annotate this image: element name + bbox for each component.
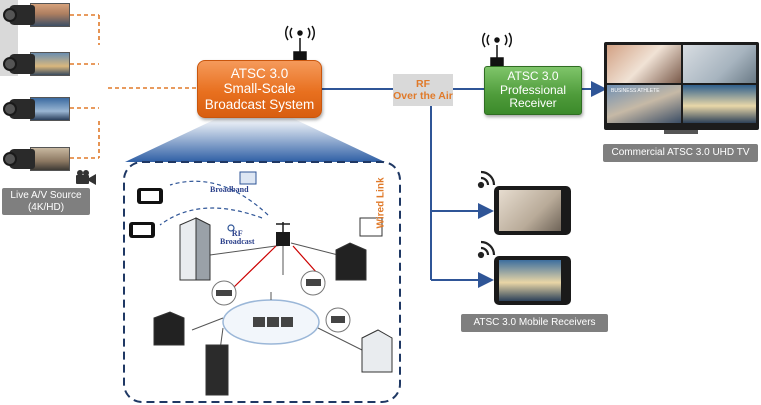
tablet-receiver-2 — [494, 256, 571, 305]
network-detail-frame — [123, 161, 401, 403]
antenna-icon-receiver — [482, 32, 512, 67]
uhd-tv-label: Commercial ATSC 3.0 UHD TV — [603, 144, 758, 162]
wired-links — [70, 14, 196, 159]
wired-link-label: Wired Link — [375, 176, 386, 229]
rf-broadcast-label: RF Broadcast — [220, 229, 255, 247]
tv-screen-text: BUSINESS ATHLETE — [611, 88, 660, 94]
wifi-signal-icon — [477, 170, 496, 259]
coverage-beam — [125, 117, 385, 162]
tablet-receiver-1 — [494, 186, 571, 235]
tv-stand — [664, 130, 698, 134]
broadcast-system-box: ATSC 3.0 Small-Scale Broadcast System — [197, 60, 322, 118]
mobile-receivers-label: ATSC 3.0 Mobile Receivers — [461, 314, 608, 332]
video-camera-icon — [76, 170, 96, 185]
professional-receiver-box: ATSC 3.0 Professional Receiver — [484, 66, 582, 115]
rf-over-the-air-box: RF Over the Air — [393, 74, 453, 106]
broadcast-links — [320, 81, 607, 288]
building-icon — [153, 217, 393, 396]
antenna-icon — [285, 25, 315, 61]
network-diagram — [129, 171, 393, 396]
uhd-tv: BUSINESS ATHLETE — [604, 42, 759, 130]
broadband-label: Broadband — [210, 185, 249, 194]
source-label: Live A/V Source (4K/HD) — [2, 188, 90, 215]
